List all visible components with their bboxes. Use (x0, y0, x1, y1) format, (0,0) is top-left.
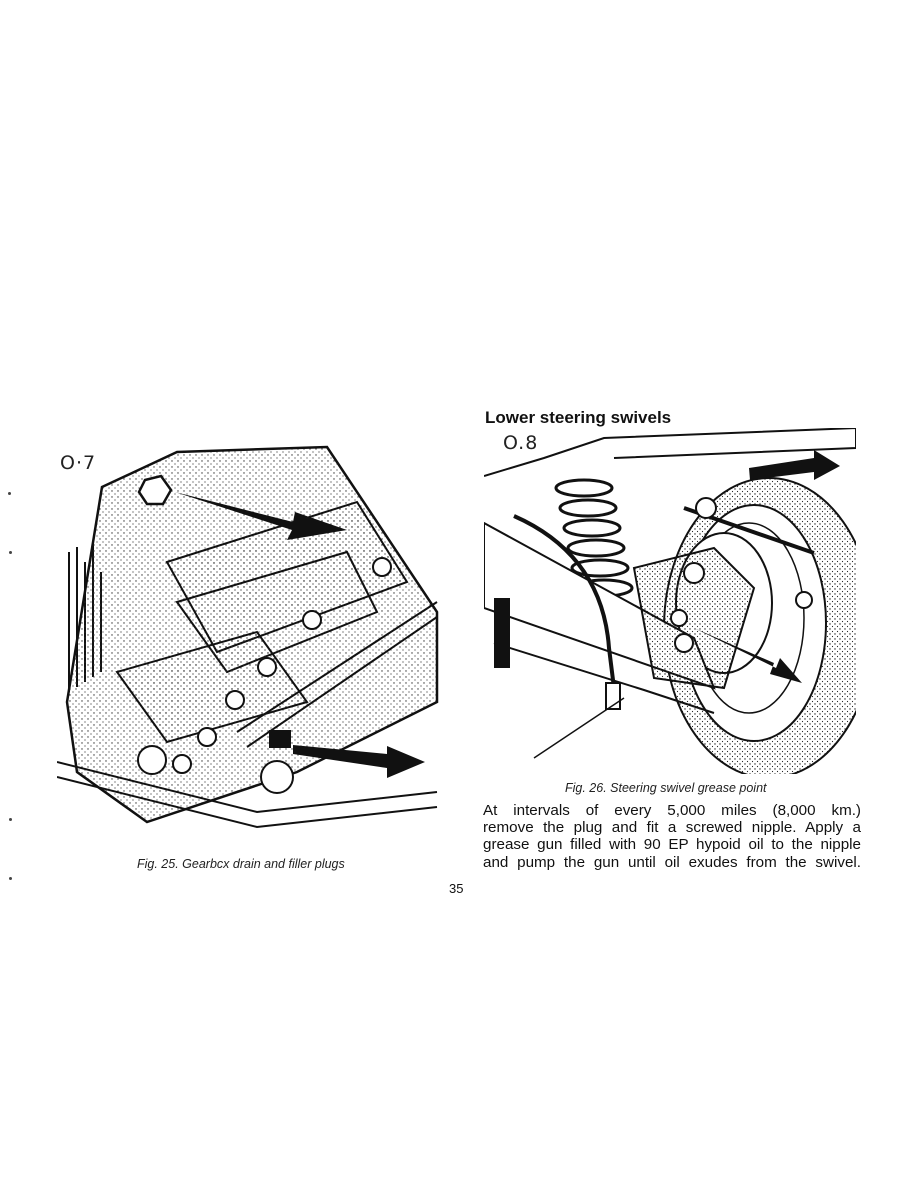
figure-25-caption: Fig. 25. Gearbcx drain and filler plugs (137, 857, 345, 871)
scan-speck (9, 551, 12, 554)
scan-speck (8, 492, 11, 495)
body-line: grease gun filled with 90 EP hypoid oil … (483, 836, 861, 854)
steering-swivel-illustration (483, 426, 875, 779)
handwritten-label-right: O.8 (503, 432, 539, 454)
body-line: and pump the gun until oil exudes from t… (483, 853, 861, 871)
handwritten-label-left: O·7 (60, 452, 97, 474)
figure-26-caption: Fig. 26. Steering swivel grease point (565, 781, 767, 795)
body-paragraph: At intervals of every 5,000 miles (8,000… (483, 802, 861, 871)
scan-speck (9, 877, 12, 880)
scan-speck (9, 818, 12, 821)
page-number: 35 (449, 881, 464, 896)
section-heading: Lower steering swivels (485, 408, 672, 427)
body-line: remove the plug and fit a screwed nipple… (483, 819, 861, 837)
gearbox-illustration (56, 442, 439, 844)
body-line: At intervals of every 5,000 miles (8,000… (483, 802, 861, 819)
